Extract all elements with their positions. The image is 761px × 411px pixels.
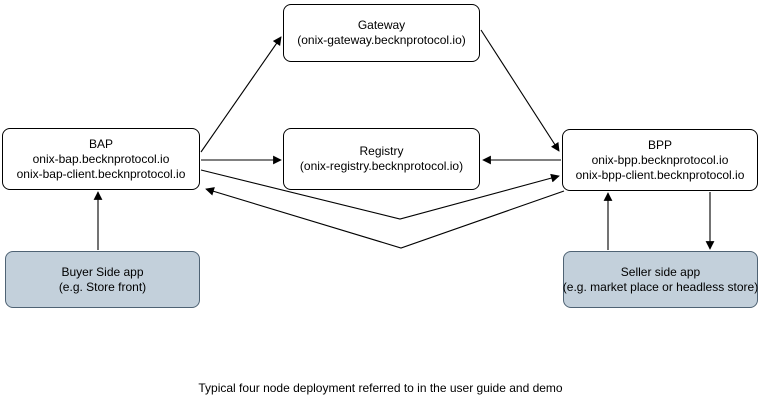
node-buyer-side-app: Buyer Side app (e.g. Store front) [5, 251, 200, 308]
node-registry-url: (onix-registry.becknprotocol.io) [299, 159, 464, 173]
arrow-gateway-to-bpp [480, 29, 560, 152]
node-bpp: BPP onix-bpp.becknprotocol.io onix-bpp-c… [562, 129, 758, 191]
node-gateway: Gateway (onix-gateway.becknprotocol.io) [283, 4, 480, 62]
node-bap-client-url: onix-bap-client.becknprotocol.io [16, 166, 186, 181]
node-bpp-client-url: onix-bpp-client.becknprotocol.io [575, 167, 745, 182]
arrow-bpp-to-bap [205, 187, 565, 249]
node-gateway-title: Gateway [357, 18, 406, 32]
node-buyer-example: (e.g. Store front) [58, 279, 147, 294]
node-bap-url: onix-bap.becknprotocol.io [32, 151, 170, 166]
node-bpp-url: onix-bpp.becknprotocol.io [591, 152, 729, 167]
arrow-bap-to-gateway [200, 36, 282, 153]
node-registry: Registry (onix-registry.becknprotocol.io… [283, 128, 480, 190]
node-bap: BAP onix-bap.becknprotocol.io onix-bap-c… [2, 128, 200, 190]
node-seller-side-app: Seller side app (e.g. market place or he… [563, 251, 758, 308]
node-bpp-title: BPP [647, 137, 672, 152]
node-bap-title: BAP [88, 136, 113, 151]
node-gateway-url: (onix-gateway.becknprotocol.io) [297, 33, 466, 47]
node-registry-title: Registry [359, 144, 404, 158]
node-seller-example: (e.g. market place or headless store) [562, 279, 759, 294]
diagram-caption: Typical four node deployment referred to… [198, 381, 563, 395]
node-seller-title: Seller side app [620, 264, 701, 279]
node-buyer-title: Buyer Side app [61, 264, 144, 279]
